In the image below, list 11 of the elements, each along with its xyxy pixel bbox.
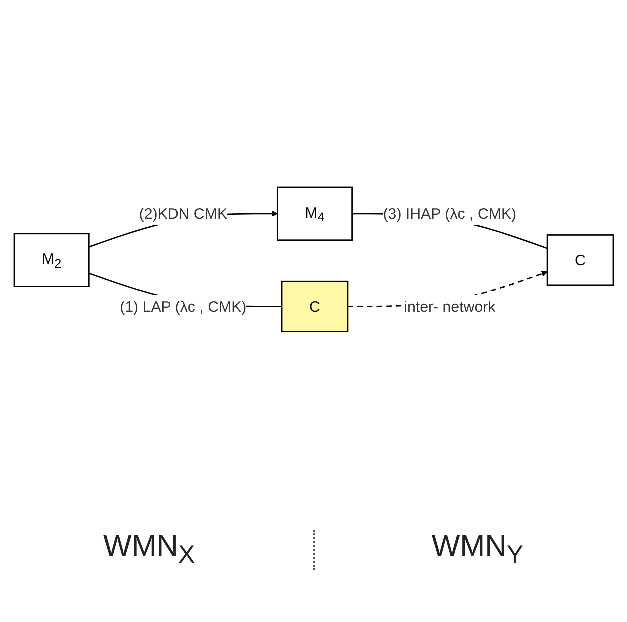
node-box	[13, 234, 90, 288]
edge-label: (2)KDN CMK	[138, 206, 228, 223]
node-box	[276, 187, 352, 242]
network-label: WMN$_{X}$	[104, 530, 196, 570]
network-label: WMN$_{Y}$	[432, 530, 524, 570]
diagram: (2)KDN CMK (1) LAP (λc , CMK) (3) IHAP (λc , CMK) inter- network M$_{2}$ M$_{4}$ C C	[8, 182, 618, 338]
edge-label: inter- network	[404, 298, 496, 316]
node-box	[280, 281, 348, 333]
edge-label: (3) IHAP (λc , CMK)	[382, 206, 516, 223]
edge-label: (1) LAP (λc , CMK)	[120, 298, 246, 316]
node-box	[546, 234, 614, 286]
